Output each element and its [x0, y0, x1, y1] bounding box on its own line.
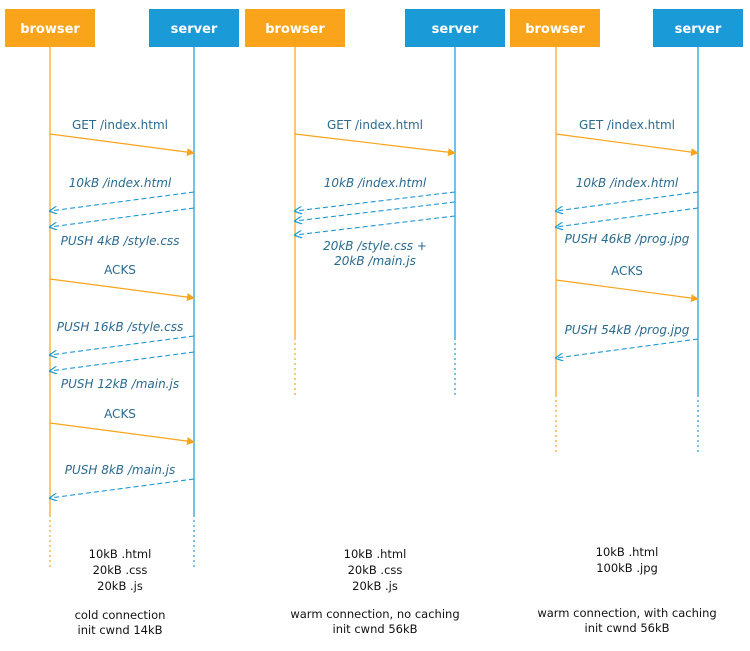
request-arrow	[49, 133, 195, 157]
response-arrow	[556, 191, 699, 211]
size-summary-line: 10kB .html	[596, 545, 659, 559]
message-label: GET /index.html	[72, 118, 168, 132]
message-label: PUSH 4kB /style.css	[61, 234, 180, 248]
panel-caption-line: warm connection, no caching	[290, 607, 459, 621]
browser-header-box	[245, 9, 345, 47]
server-header-box	[653, 9, 743, 47]
response-arrow	[556, 207, 699, 227]
message-label: PUSH 8kB /main.js	[65, 463, 176, 477]
server-header-box	[405, 9, 505, 47]
response-arrow	[50, 351, 195, 371]
browser-header-box	[5, 9, 95, 47]
message-label: ACKS	[104, 407, 136, 421]
panel-caption-line: init cwnd 56kB	[333, 622, 418, 636]
response-arrow	[295, 201, 456, 221]
browser-header-label: browser	[525, 22, 585, 37]
response-arrow	[50, 335, 195, 355]
message-label: GET /index.html	[327, 118, 423, 132]
message-label: 10kB /index.html	[576, 176, 679, 190]
size-summary-line: 20kB .css	[93, 563, 148, 577]
request-arrow	[49, 278, 195, 302]
message-label: PUSH 54kB /prog.jpg	[565, 323, 690, 337]
panel-caption-line: warm connection, with caching	[537, 606, 716, 620]
size-summary-line: 20kB .js	[352, 579, 398, 593]
request-arrow	[294, 133, 456, 157]
request-arrow	[555, 133, 699, 157]
message-label: ACKS	[104, 263, 136, 277]
size-summary-line: 20kB .js	[97, 579, 143, 593]
server-header-label: server	[432, 22, 479, 37]
size-summary-line: 10kB .html	[89, 547, 152, 561]
response-arrow	[295, 191, 456, 211]
request-arrow	[49, 422, 195, 446]
browser-header-label: browser	[265, 22, 325, 37]
size-summary-line: 20kB .css	[348, 563, 403, 577]
browser-header-box	[510, 9, 600, 47]
size-summary-line: 10kB .html	[344, 547, 407, 561]
message-label: GET /index.html	[579, 118, 675, 132]
message-label: 20kB /main.js	[334, 254, 416, 268]
response-arrow	[556, 338, 699, 358]
server-header-label: server	[171, 22, 218, 37]
response-arrow	[50, 191, 195, 211]
response-arrow	[50, 207, 195, 227]
browser-header-label: browser	[20, 22, 80, 37]
response-arrow	[50, 478, 195, 498]
message-label: PUSH 16kB /style.css	[57, 320, 183, 334]
message-label: PUSH 12kB /main.js	[61, 377, 179, 391]
message-label: PUSH 46kB /prog.jpg	[565, 232, 690, 246]
panel-caption-line: init cwnd 14kB	[78, 623, 163, 637]
message-label: 10kB /index.html	[69, 176, 172, 190]
size-summary-line: 100kB .jpg	[596, 561, 658, 575]
request-arrow	[555, 279, 699, 303]
message-label: ACKS	[611, 264, 643, 278]
message-label: 20kB /style.css +	[323, 239, 427, 253]
message-label: 10kB /index.html	[324, 176, 427, 190]
panel-caption-line: init cwnd 56kB	[585, 621, 670, 635]
server-header-box	[149, 9, 239, 47]
panel-caption-line: cold connection	[75, 608, 166, 622]
response-arrow	[295, 215, 456, 235]
server-header-label: server	[675, 22, 722, 37]
